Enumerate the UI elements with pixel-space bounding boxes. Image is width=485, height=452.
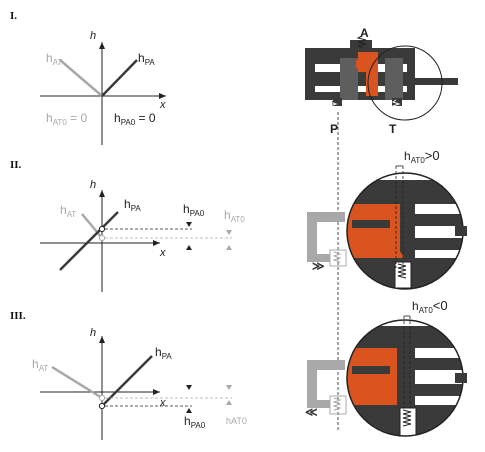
panel-2-at-intercept-marker	[98, 234, 106, 242]
panel-3-spring-left	[332, 397, 342, 411]
panel-3-h-pa-label: hPA	[155, 345, 172, 361]
panel-3-overlap-label: hAT0<0	[412, 298, 448, 315]
panel-1-spool-land-left	[340, 58, 358, 100]
panel-2-h-at-curve	[81, 213, 103, 239]
panel-2-upper-bore	[415, 214, 463, 226]
panel-3-numeral: III.	[10, 310, 26, 322]
panel-3-at-intercept-marker	[98, 394, 106, 402]
panel-1-h-pa-label: hPA	[138, 51, 155, 67]
panel-1-magnifier	[367, 45, 443, 121]
panel-2-body-left	[307, 212, 345, 262]
panel-2-body-left-port	[329, 249, 347, 267]
panel-3-valve: ≪ ≫ hAT0<0	[305, 298, 467, 437]
panel-2-at0-arrow-top	[226, 230, 232, 235]
panel-2-numeral: II.	[10, 159, 22, 171]
panel-1-h-at-curve	[59, 59, 103, 97]
panel-3-h-pa-curve	[101, 355, 153, 407]
panel-2-flow-jet	[392, 251, 404, 258]
panel-1-valve: A P T	[305, 26, 458, 136]
panel-3-h-pa0-label: hPA0	[184, 414, 206, 430]
panel-3-spring-lower	[402, 409, 412, 427]
panel-2-h-at-label: hAT	[60, 203, 76, 219]
panel-3-x-axis-label: x	[159, 397, 166, 409]
panel-3-h-at0-label: hAT0	[226, 416, 247, 426]
panel-1-port-a-label: A	[360, 26, 369, 40]
panel-1-a-channel-top	[356, 60, 378, 68]
panel-3-h-axis-label: h	[90, 327, 96, 339]
panel-3-pressure-chamber	[347, 348, 397, 405]
panel-1-port-p-stub	[332, 98, 342, 106]
panel-2-graph: h x hAT hPA hPA0 hAT0	[40, 179, 245, 292]
panel-1-spring-p	[328, 99, 338, 111]
panel-1-h-at0-equation: hAT0 = 0	[46, 111, 87, 127]
panel-2-rod-stub	[455, 226, 467, 236]
panel-2-lower-bore	[415, 238, 463, 250]
panel-2-x-axis-label: x	[159, 247, 166, 259]
panel-3-graph: h x hAT hPA hPA0 hAT0	[32, 327, 247, 440]
panel-3-rod-stub	[455, 373, 467, 383]
panel-2-spring-lower	[397, 263, 407, 279]
panel-1-numeral: I.	[10, 10, 17, 22]
panel-1-spring-t	[391, 99, 401, 111]
panel-2-h-pa-curve	[59, 211, 119, 271]
panel-3-body-left-port	[329, 395, 347, 415]
panel-3-at0-arrow-top	[226, 385, 232, 390]
panel-2-spool-land	[400, 204, 415, 258]
panel-3-lower-port	[399, 407, 417, 436]
panel-3-upper-bore	[415, 358, 463, 370]
panel-2-spool-stem	[352, 220, 390, 228]
panel-2: II. h x hAT hPA hPA0 hAT0 ≫	[10, 148, 467, 292]
panel-2-pressure-chamber	[347, 204, 400, 258]
panel-1-spool-rod	[403, 78, 458, 85]
panel-1-h-pa0-equation: hPA0 = 0	[114, 111, 156, 127]
panel-1-port-t-stub	[392, 98, 402, 106]
panel-3-pa-intercept-marker	[98, 402, 106, 410]
panel-3-magnified-content	[347, 320, 463, 436]
panel-2-h-pa0-label: hPA0	[183, 202, 205, 218]
panel-2-spring-left	[332, 251, 342, 263]
panel-2-h-at0-label: hAT0	[224, 208, 245, 224]
panel-2-overlap-label: hAT0>0	[404, 148, 440, 165]
panel-3-pa0-arrow-bottom	[186, 408, 192, 413]
panel-3-spool-land	[397, 348, 415, 405]
panel-3-spool-stem	[352, 366, 390, 374]
panel-1-h-axis-label: h	[90, 30, 96, 42]
panel-3-at0-arrow-bottom	[226, 400, 232, 405]
panel-1-lower-chamber	[315, 86, 407, 92]
panel-2-h-axis-label: h	[90, 179, 96, 191]
panel-1: I. h x hAT hPA hAT0 = 0 hPA0 = 0	[10, 10, 458, 145]
panel-1-h-pa-curve	[101, 59, 138, 97]
panel-2-pa0-arrow-bottom	[186, 245, 192, 250]
panel-3-body-left	[307, 360, 345, 408]
panel-2-pa-intercept-marker	[98, 225, 106, 233]
panel-3-flow-arrow-left: ≪	[305, 405, 318, 419]
panel-2-h-pa-label: hPA	[124, 197, 141, 213]
panel-2-valve: ≫ ≪ hAT0>0	[307, 148, 467, 290]
panel-2-flow-arrow-right: ≪	[418, 265, 431, 279]
panel-1-port-t-label: T	[389, 122, 397, 136]
panel-3-lower-bore	[415, 384, 463, 396]
panel-1-spring-top	[356, 35, 367, 49]
panel-1-x-axis-label: x	[159, 99, 166, 111]
panel-2-pa0-arrow-top	[186, 222, 192, 227]
panel-1-spool-land-right	[385, 58, 403, 100]
panel-3-flow-arrow-right: ≫	[374, 417, 387, 431]
panel-3-pa0-arrow-top	[186, 385, 192, 390]
panel-1-graph: h x hAT hPA hAT0 = 0 hPA0 = 0	[40, 30, 166, 145]
panel-2-at0-arrow-bottom	[226, 245, 232, 250]
panel-3-h-at-curve	[51, 365, 103, 400]
panel-3-h-at-label: hAT	[32, 357, 48, 373]
panel-1-h-at-label: hAT	[46, 51, 62, 67]
panel-3-upper-wall	[347, 326, 463, 348]
panel-2-flow-arrow-left: ≫	[312, 259, 325, 273]
panel-1-port-p-label: P	[330, 122, 338, 136]
panel-3: III. h x hAT hPA hPA0 hAT0 ≪	[10, 298, 467, 440]
